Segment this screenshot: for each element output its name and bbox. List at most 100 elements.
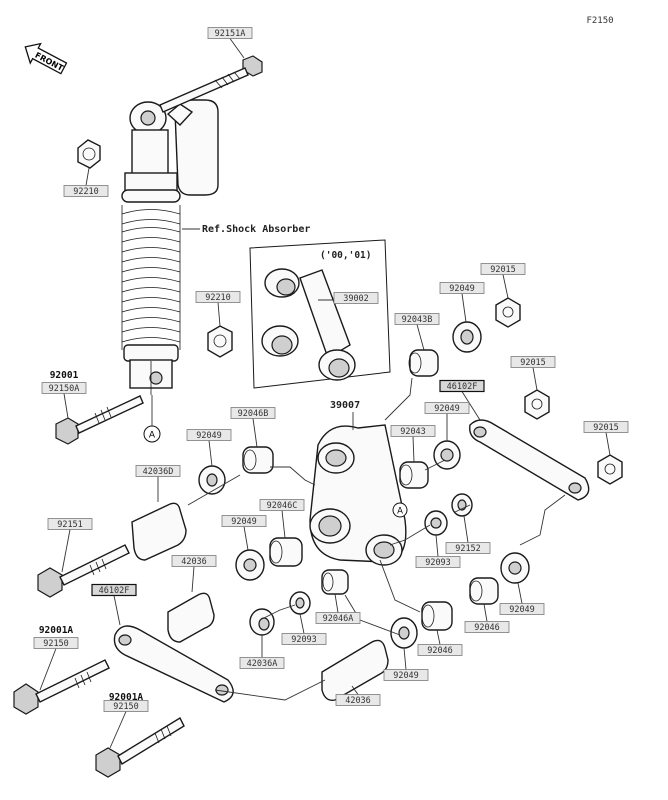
part-label-92210-top[interactable]: 92210 xyxy=(63,167,109,197)
part-number-text: 42036 xyxy=(181,557,207,567)
label-box xyxy=(499,603,545,615)
front-arrow-icon: FRONT xyxy=(24,42,68,75)
sleeve-42036 xyxy=(167,592,215,643)
leader-line xyxy=(461,293,467,323)
leader-line xyxy=(208,440,213,467)
leader-line xyxy=(229,38,245,59)
washer-92093-mid xyxy=(289,591,311,615)
label-box xyxy=(335,694,381,706)
leader-line xyxy=(243,526,249,551)
part-label-92001A-left[interactable]: 92001A xyxy=(39,625,74,636)
part-label-46102F-left[interactable]: 46102F xyxy=(91,583,137,626)
part-label-92046-b[interactable]: 92046 xyxy=(417,629,463,656)
part-number-text: 92046A xyxy=(323,614,354,624)
part-number-text: 92210 xyxy=(205,293,231,303)
part-number-text: 92015 xyxy=(593,423,619,433)
leader-line xyxy=(217,302,221,327)
label-box xyxy=(439,379,485,393)
part-label-92150-left[interactable]: 92150 xyxy=(33,637,79,691)
leader-line xyxy=(483,603,488,622)
part-number-text: 42036D xyxy=(143,467,174,477)
washer-92049-a xyxy=(452,321,482,353)
part-label-42036[interactable]: 42036 xyxy=(171,555,217,593)
svg-text:A: A xyxy=(149,431,156,441)
label-box xyxy=(207,27,253,39)
label-box xyxy=(41,382,87,394)
part-label-92151[interactable]: 92151 xyxy=(47,518,93,573)
part-label-46102F-right[interactable]: 46102F xyxy=(439,379,485,421)
part-label-92043[interactable]: 92043 xyxy=(390,425,436,463)
part-label-92210-mid[interactable]: 92210 xyxy=(195,291,241,327)
part-label-92046-a[interactable]: 92046 xyxy=(464,603,510,633)
leader-line xyxy=(113,595,121,626)
label-box xyxy=(33,637,79,649)
part-label-92049-e[interactable]: 92049 xyxy=(499,582,545,615)
leader-line xyxy=(85,167,90,186)
part-number-text: 92093 xyxy=(425,558,451,568)
label-box xyxy=(510,356,556,368)
leader-line xyxy=(461,391,481,421)
part-label-92150-bottom[interactable]: 92150 xyxy=(103,700,149,749)
part-number-text: 92046C xyxy=(267,501,298,511)
part-label-92152[interactable]: 92152 xyxy=(445,515,491,554)
leader-line xyxy=(416,324,425,351)
leader-line xyxy=(403,647,407,670)
part-label-92043B[interactable]: 92043B xyxy=(394,313,440,351)
part-number-text: 92049 xyxy=(231,517,257,527)
label-box xyxy=(47,518,93,530)
nut-92210-top xyxy=(77,139,101,169)
leader-line xyxy=(334,593,339,613)
part-label-92150A[interactable]: 92150A xyxy=(41,382,87,419)
part-label-92049-c[interactable]: 92049 xyxy=(186,429,232,467)
label-box xyxy=(135,465,181,477)
part-label-39002[interactable]: 39002 xyxy=(333,292,379,305)
inset-box-39002: ('00,'01) xyxy=(249,239,391,389)
part-label-92001A-bottom[interactable]: 92001A xyxy=(109,692,144,703)
part-label-92046B[interactable]: 92046B xyxy=(230,407,276,448)
label-box xyxy=(171,555,217,567)
sleeve-42036D xyxy=(131,502,187,561)
part-number-text: 92150 xyxy=(113,702,139,712)
part-label-92049-a[interactable]: 92049 xyxy=(439,282,485,323)
part-label-42036-bottom[interactable]: 42036 xyxy=(335,685,381,706)
part-label-92001-top[interactable]: 92001 xyxy=(50,370,79,381)
leader-line xyxy=(61,529,71,573)
part-label-92049-f[interactable]: 92049 xyxy=(383,647,429,681)
label-box xyxy=(186,429,232,441)
part-label-42036D[interactable]: 42036D xyxy=(135,465,181,503)
part-number-text: 92152 xyxy=(455,544,481,554)
part-label-92015-b[interactable]: 92015 xyxy=(510,356,556,391)
part-label-42036A[interactable]: 42036A xyxy=(239,635,285,669)
label-box xyxy=(103,700,149,712)
years-note: ('00,'01) xyxy=(320,250,371,261)
part-label-92015-c[interactable]: 92015 xyxy=(583,421,629,456)
shock-absorber xyxy=(121,99,219,395)
bolt-92150-left xyxy=(13,659,110,715)
assembly-number-39007: 39007 xyxy=(330,400,360,411)
part-label-92049-b[interactable]: 92049 xyxy=(424,402,470,442)
leader-line xyxy=(281,510,286,539)
label-box xyxy=(63,185,109,197)
leader-line xyxy=(502,274,509,299)
part-label-92049-d[interactable]: 92049 xyxy=(221,515,267,551)
part-label-92093-right[interactable]: 92093 xyxy=(415,534,461,568)
leader-line xyxy=(109,711,127,749)
label-box xyxy=(439,282,485,294)
collar-92046A xyxy=(321,569,349,595)
part-label-92015-a[interactable]: 92015 xyxy=(480,263,526,299)
part-label-92093-mid[interactable]: 92093 xyxy=(281,613,327,645)
part-number-text: 46102F xyxy=(447,382,478,392)
part-label-92046C[interactable]: 92046C xyxy=(259,499,305,539)
label-box xyxy=(464,621,510,633)
part-number-text: 92043 xyxy=(400,427,426,437)
label-box xyxy=(259,499,305,511)
sleeve-42036-bottom xyxy=(321,639,389,701)
label-box xyxy=(415,556,461,568)
part-label-92046A[interactable]: 92046A xyxy=(315,593,361,624)
part-label-layer: 92151A92210922109200192150A3900292015920… xyxy=(33,27,629,749)
leader-line xyxy=(435,534,439,557)
leader-line xyxy=(351,685,359,695)
part-label-92151A[interactable]: 92151A xyxy=(207,27,253,59)
circle-marker-a-left: A xyxy=(143,425,161,443)
